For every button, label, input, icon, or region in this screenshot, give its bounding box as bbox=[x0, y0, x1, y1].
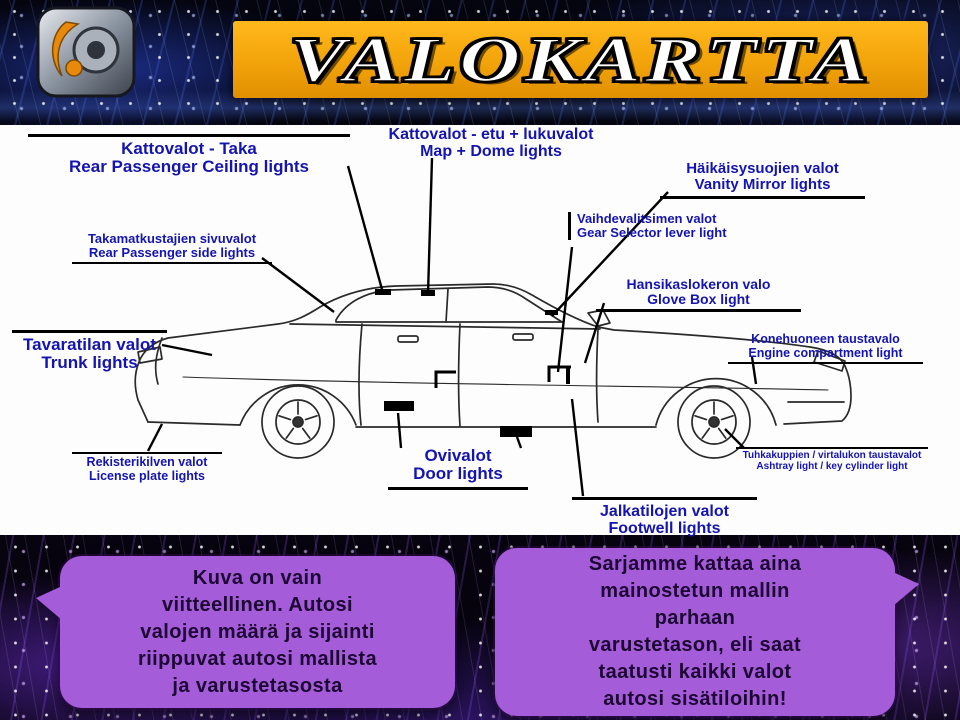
label-en: Ashtray light / key cylinder light bbox=[756, 460, 908, 472]
bubble-line: Kuva on vain bbox=[192, 566, 323, 589]
label-fi: Vaihdevalitsimen valot bbox=[577, 211, 717, 226]
label-fi: Hansikaslokeron valo bbox=[626, 276, 771, 292]
bubble-line: taatusti kaikki valot bbox=[598, 661, 792, 683]
label-en: Vanity Mirror lights bbox=[694, 176, 831, 194]
label-fi: Konehuoneen taustavalo bbox=[751, 332, 900, 346]
label-fi: Takamatkustajien sivuvalot bbox=[87, 231, 257, 246]
bubble-line: varustetason, eli saat bbox=[588, 634, 802, 656]
label-gear-selector: Vaihdevalitsimen valot Gear Selector lev… bbox=[568, 211, 762, 241]
label-en: Engine compartment light bbox=[748, 345, 903, 360]
bubble-line: riippuvat autosi mallista bbox=[138, 647, 377, 670]
label-en: Trunk lights bbox=[41, 353, 138, 373]
bubble-line: autosi sisätiloihin! bbox=[603, 688, 787, 710]
page-title: VALOKARTTA bbox=[288, 23, 872, 95]
car-headlight bbox=[813, 350, 846, 372]
label-fi: Jalkatilojen valot bbox=[600, 503, 729, 520]
bubble-line: valojen määrä ja sijainti bbox=[140, 620, 375, 643]
label-en: Door lights bbox=[413, 464, 503, 484]
bubble-line: mainostetun mallin bbox=[600, 580, 790, 602]
label-rear-side: Takamatkustajien sivuvalot Rear Passenge… bbox=[72, 231, 272, 265]
label-en: License plate lights bbox=[88, 468, 205, 483]
title-banner: VALOKARTTA bbox=[233, 21, 928, 98]
label-en: Rear Passenger Ceiling lights bbox=[69, 157, 309, 177]
speech-bubble-promise: Sarjamme kattaa aina mainostetun mallin … bbox=[495, 548, 919, 716]
label-fi: Kattovalot - Taka bbox=[121, 139, 257, 158]
label-fi: Tuhkakuppien / virtalukon taustavalot bbox=[742, 450, 922, 461]
car-mirror bbox=[587, 309, 611, 327]
label-rear-ceiling: Kattovalot - Taka Rear Passenger Ceiling… bbox=[28, 134, 350, 177]
label-en: Map + Dome lights bbox=[420, 143, 562, 161]
car-taillight bbox=[137, 346, 163, 364]
car-body-outline bbox=[134, 283, 852, 425]
label-license-plate: Rekisterikilven valot License plate ligh… bbox=[72, 452, 222, 483]
car-rear-wheel bbox=[261, 385, 335, 459]
label-en: Footwell lights bbox=[608, 520, 721, 538]
bubble-line: parhaan bbox=[654, 607, 736, 629]
label-engine-compartment: Konehuoneen taustavalo Engine compartmen… bbox=[728, 332, 923, 364]
label-map-dome: Kattovalot - etu + lukuvalot Map + Dome … bbox=[357, 126, 625, 161]
car-front-wheel bbox=[677, 385, 751, 459]
label-footwell: Jalkatilojen valot Footwell lights bbox=[572, 497, 757, 538]
brand-logo-icon bbox=[36, 6, 136, 98]
label-fi: Tavaratilan valot bbox=[23, 335, 156, 354]
label-trunk: Tavaratilan valot Trunk lights bbox=[12, 330, 167, 373]
label-en: Rear Passenger side lights bbox=[88, 245, 256, 261]
label-vanity-mirror: Häikäisysuojien valot Vanity Mirror ligh… bbox=[660, 160, 865, 200]
label-en: Glove Box light bbox=[647, 291, 750, 308]
car-windows bbox=[335, 286, 563, 323]
bubble-line: Sarjamme kattaa aina bbox=[588, 553, 802, 575]
label-fi: Häikäisysuojien valot bbox=[686, 160, 839, 177]
speech-bubble-disclaimer: Kuva on vain viitteellinen. Autosi valoj… bbox=[36, 556, 455, 708]
label-fi: Kattovalot - etu + lukuvalot bbox=[388, 126, 594, 143]
label-door-lights: Ovivalot Door lights bbox=[388, 446, 528, 490]
bubble-line: ja varustetasosta bbox=[172, 674, 343, 697]
bubble-line: viitteellinen. Autosi bbox=[161, 593, 354, 616]
label-fi: Ovivalot bbox=[424, 446, 492, 465]
label-fi: Rekisterikilven valot bbox=[86, 455, 208, 469]
label-en: Gear Selector lever light bbox=[577, 225, 727, 241]
label-glove-box: Hansikaslokeron valo Glove Box light bbox=[596, 276, 801, 313]
label-ashtray-key: Tuhkakuppien / virtalukon taustavalot As… bbox=[736, 447, 928, 473]
